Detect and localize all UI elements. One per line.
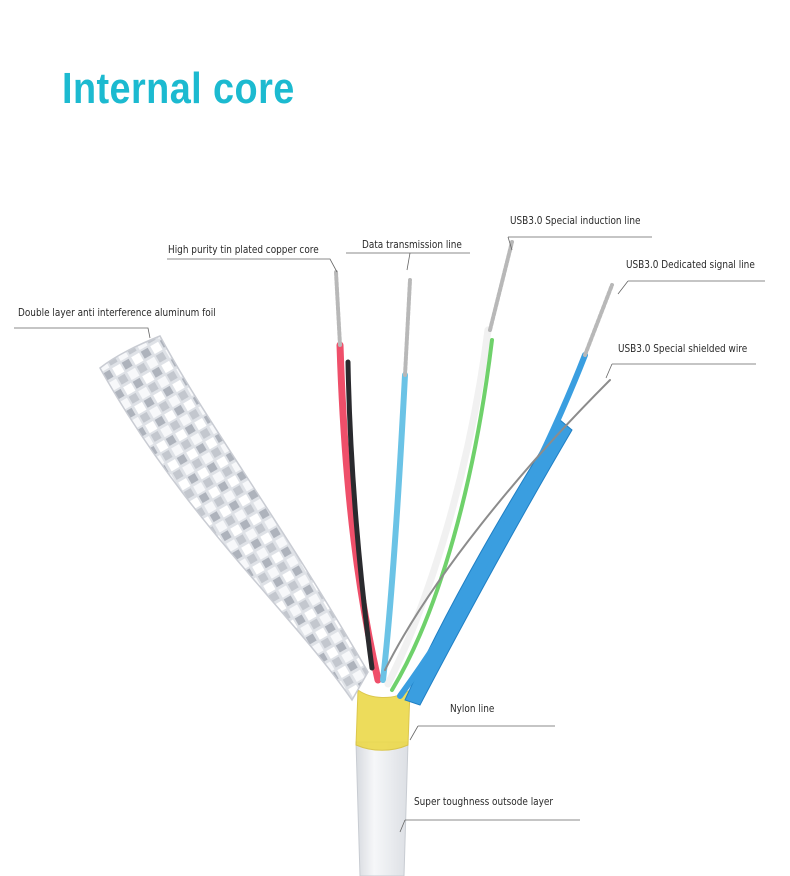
- label-shielded-wire: USB3.0 Special shielded wire: [618, 342, 748, 355]
- label-induction-line: USB3.0 Special induction line: [510, 214, 641, 227]
- leader-lines: [14, 236, 765, 833]
- label-signal-line: USB3.0 Dedicated signal line: [626, 258, 755, 271]
- label-outer-layer: Super toughness outsode layer: [414, 795, 554, 808]
- wire-blue: [380, 372, 408, 683]
- leader-shielded-wire: [605, 363, 756, 379]
- page-title: Internal core: [62, 64, 295, 113]
- copper-tip-2: [403, 278, 412, 377]
- wire-white: [384, 326, 492, 688]
- leader-aluminum-foil: [14, 327, 151, 339]
- copper-tip-4: [583, 283, 614, 357]
- aluminum-foil: [99, 335, 369, 702]
- wire-green: [390, 338, 494, 692]
- nylon-wrap: [355, 689, 411, 751]
- drain-wire: [384, 379, 611, 671]
- outer-sheath: [355, 741, 409, 876]
- label-nylon-line: Nylon line: [450, 702, 495, 715]
- leader-data-line: [346, 252, 470, 271]
- wire-red: [336, 341, 382, 684]
- label-data-line: Data transmission line: [362, 238, 462, 251]
- wire-signal-blue: [397, 352, 588, 699]
- label-aluminum-foil: Double layer anti interference aluminum …: [18, 306, 216, 319]
- leader-induction-line: [507, 236, 652, 251]
- copper-tip-1: [334, 270, 342, 347]
- leader-outer-layer: [399, 819, 580, 833]
- leader-nylon: [409, 725, 555, 741]
- copper-tip-3: [488, 240, 514, 332]
- label-tin-copper: High purity tin plated copper core: [168, 243, 319, 256]
- leader-signal-line: [617, 280, 765, 295]
- leader-tin-copper: [167, 258, 338, 273]
- wire-black: [345, 359, 375, 671]
